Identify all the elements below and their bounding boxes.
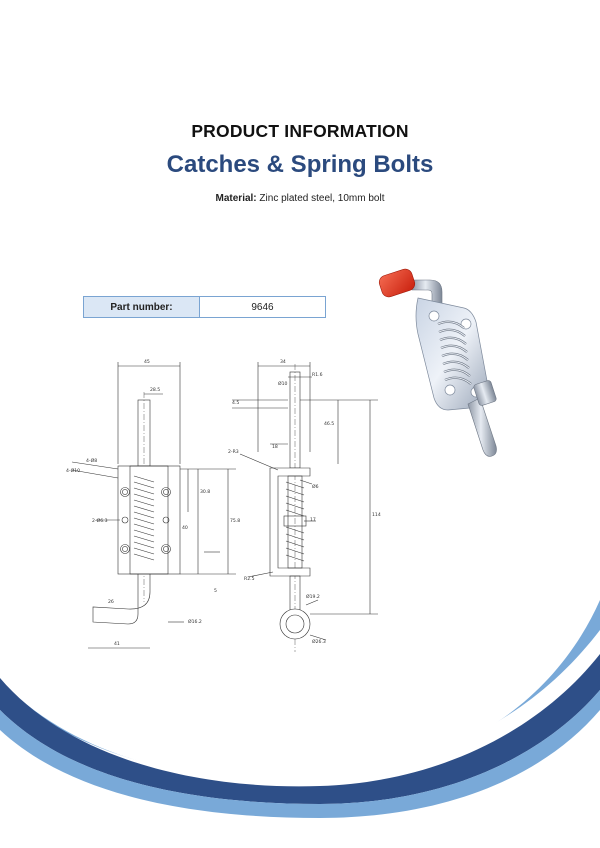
dim-45: 45 [144,359,150,365]
dim-34: 34 [280,359,286,365]
dim-30-8: 30.8 [200,489,210,495]
dim-28-5: 28.5 [150,387,160,393]
part-number-row: Part number: 9646 [83,296,326,318]
part-number-label: Part number: [83,296,200,318]
dim-2-r3: 2-R3 [228,449,239,455]
dim-4-5: 4.5 [232,400,239,406]
product-photo [378,268,497,457]
material-line: Material: Zinc plated steel, 10mm bolt [0,193,600,204]
dim-4-d8: 4-Ø8 [86,457,97,464]
dim-46-5: 46.5 [324,421,334,427]
material-label: Material: [215,193,257,204]
dim-2-d6-3: 2-Ø6.3 [92,517,108,524]
dim-4-d10: 4-Ø10 [66,467,80,474]
part-number-table: Part number: 9646 [83,296,326,318]
dim-18: 18 [272,444,278,450]
dim-75-8: 75.8 [230,518,240,524]
part-number-value: 9646 [199,296,326,318]
dim-r2-5: R2.5 [244,576,255,582]
page-title: PRODUCT INFORMATION [191,121,409,141]
material-value: Zinc plated steel, 10mm bolt [259,193,385,204]
dim-dia-16-2: Ø16.2 [188,618,202,625]
technical-drawing: 45 28.5 4-Ø8 4-Ø10 30.8 2-Ø6.3 40 75.8 5… [66,359,381,652]
dim-r1-6: R1.6 [312,372,323,378]
dim-40: 40 [182,525,188,531]
dim-dia-26-3: Ø26.3 [312,638,326,645]
dim-dia-10: Ø10 [278,380,288,387]
footer-wave-decoration [0,600,600,848]
page-subtitle: Catches & Spring Bolts [166,151,434,178]
dim-dia-19-2: Ø19.2 [306,593,320,600]
dim-17: 17 [310,517,316,523]
dim-5: 5 [214,588,217,594]
dim-26: 26 [108,599,114,605]
dim-41: 41 [114,641,120,647]
dim-114: 114 [372,512,381,518]
dim-dia-6: Ø6 [312,483,319,490]
